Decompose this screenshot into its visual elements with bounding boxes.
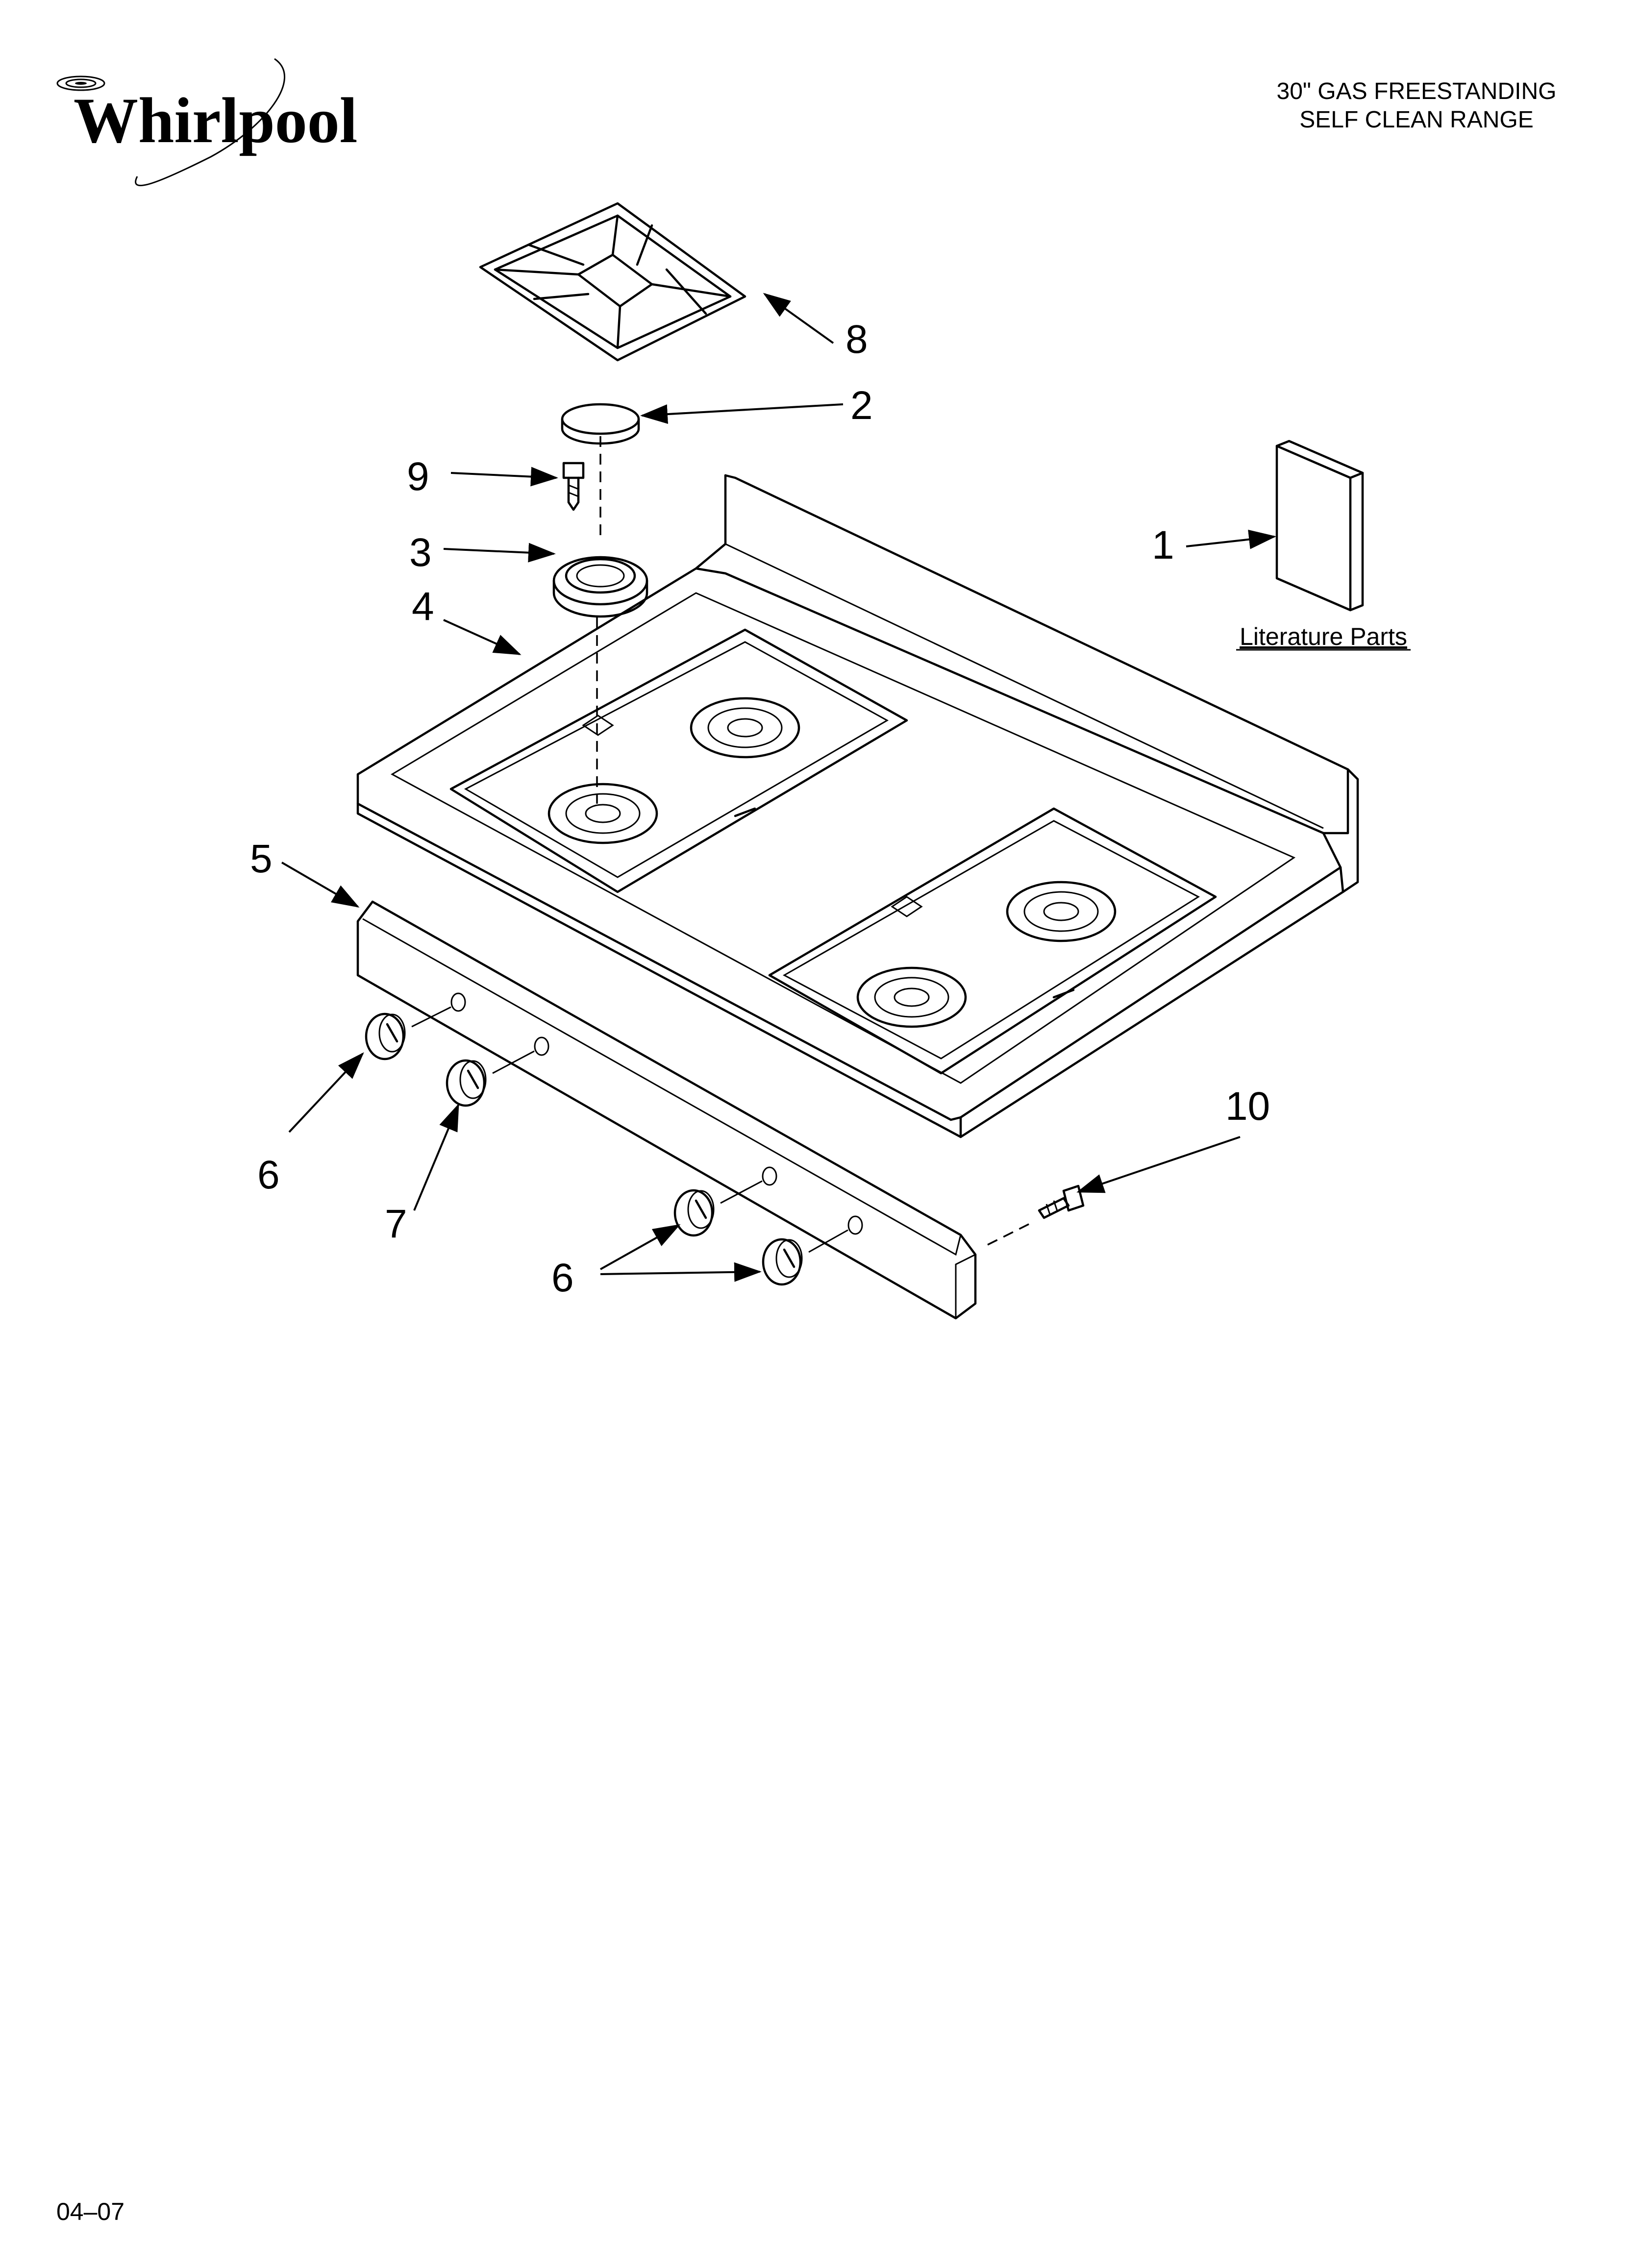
control-knobs — [365, 1006, 848, 1286]
callout-6-left: 6 — [257, 1153, 280, 1197]
arrow-9 — [450, 467, 558, 487]
cooktop — [356, 474, 1359, 1138]
knob-front-right — [762, 1238, 803, 1286]
callout-4: 4 — [412, 584, 434, 629]
callout-8: 8 — [845, 317, 868, 362]
callout-7: 7 — [385, 1202, 407, 1246]
arrow-6a — [288, 1052, 364, 1133]
revision-date: 04–07 — [56, 2198, 124, 2225]
callout-3: 3 — [409, 530, 432, 575]
knob-rear-right — [673, 1189, 715, 1237]
callout-5: 5 — [250, 837, 273, 881]
arrow-10 — [1076, 1136, 1241, 1193]
arrow-3 — [443, 542, 556, 563]
arrow-6b-1 — [600, 1224, 681, 1270]
title-line-1: 30" GAS FREESTANDING — [1277, 78, 1557, 104]
brand-name: Whirlpool — [74, 84, 357, 156]
arrow-4 — [443, 619, 522, 655]
knob-rear-left — [446, 1059, 487, 1107]
arrow-7 — [413, 1103, 459, 1211]
literature-parts-label: Literature Parts — [1240, 623, 1407, 650]
callout-10: 10 — [1225, 1084, 1270, 1129]
screw — [562, 462, 585, 511]
literature-parts — [1275, 440, 1364, 612]
callout-6-right: 6 — [551, 1256, 574, 1300]
callout-9: 9 — [407, 454, 429, 499]
panel-screw — [987, 1184, 1085, 1246]
burner-grate — [479, 202, 746, 362]
callout-1: 1 — [1152, 523, 1174, 567]
callout-2: 2 — [850, 383, 873, 428]
burner-base — [552, 556, 648, 618]
arrow-2 — [640, 403, 844, 424]
arrow-6b-2 — [600, 1262, 762, 1282]
whirlpool-logo: Whirlpool — [56, 58, 357, 187]
arrow-8 — [763, 293, 834, 344]
arrow-1 — [1186, 529, 1276, 549]
knob-front-left — [365, 1012, 406, 1060]
title-line-2: SELF CLEAN RANGE — [1299, 107, 1533, 133]
arrow-5 — [281, 862, 360, 908]
control-panel — [356, 900, 977, 1320]
